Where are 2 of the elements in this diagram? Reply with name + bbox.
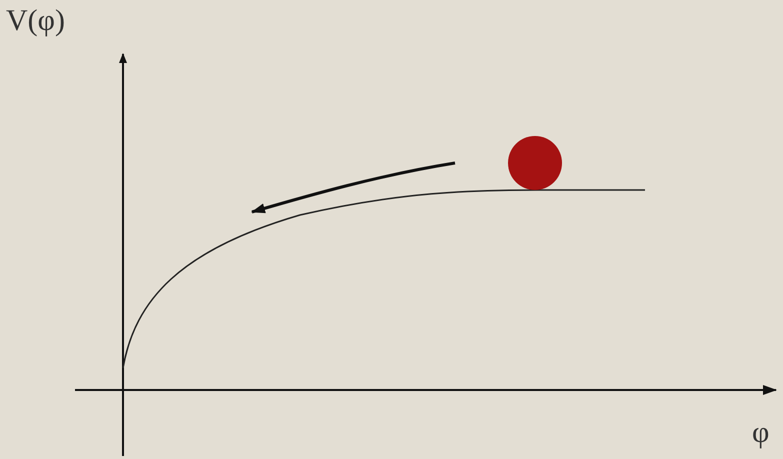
axis-label: V(φ) bbox=[6, 6, 65, 36]
axis-label: φ bbox=[752, 418, 770, 448]
